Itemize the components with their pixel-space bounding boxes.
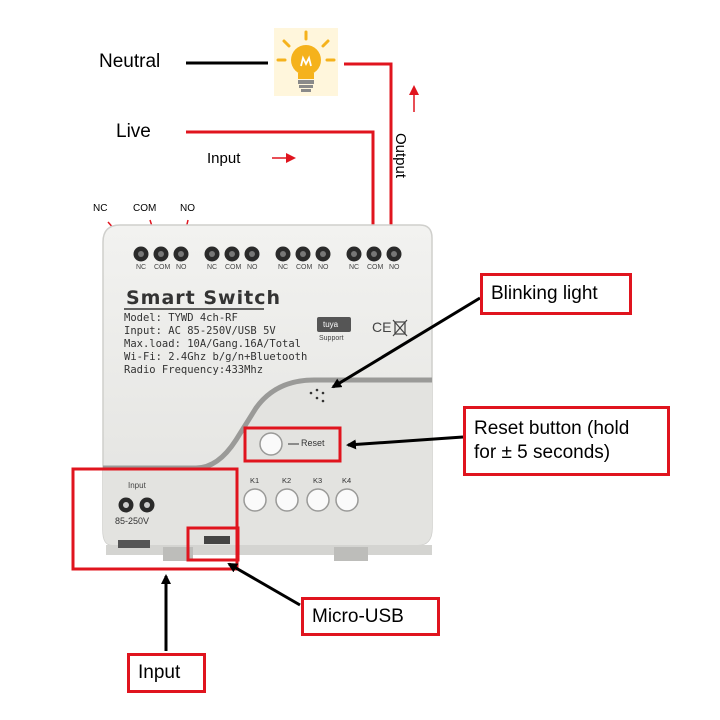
live-label: Live (116, 121, 151, 142)
tuya-logo (317, 317, 351, 332)
live-wire (186, 130, 375, 247)
light-bulb-icon (274, 28, 338, 96)
micro-usb-callout: Micro-USB (301, 597, 440, 636)
button-label-k3: K3 (313, 476, 323, 485)
reset-text: Reset (301, 438, 325, 448)
smart-switch-device (102, 224, 433, 561)
blinking-light-arrow (331, 296, 481, 389)
certification-marks (392, 319, 408, 337)
spec-line: Max.load: 10A/Gang.16A/Total (124, 338, 302, 350)
ce-mark: CE (372, 319, 392, 335)
reset-highlight-box (243, 426, 342, 463)
terminal-label: NO (318, 264, 329, 271)
com-label: COM (133, 203, 157, 214)
reset-arrow (346, 435, 464, 450)
terminal-label: COM (296, 264, 313, 271)
terminal-label: NO (247, 264, 258, 271)
micro-usb-highlight-box (186, 526, 240, 562)
reset-button-device (259, 432, 299, 456)
button-label-k1: K1 (250, 476, 260, 485)
reset-callout-line2: for ± 5 seconds) (474, 442, 611, 463)
tuya-logo-text: tuya (323, 320, 339, 329)
input-callout: Input (127, 653, 206, 693)
terminal-label: COM (225, 264, 242, 271)
terminal-label: COM (154, 264, 171, 271)
terminal-label: NC (278, 264, 289, 271)
input-highlight-box (71, 467, 239, 571)
terminal-label: NO (389, 264, 400, 271)
output-wire (344, 62, 393, 247)
blinking-light-callout: Blinking light (480, 273, 632, 315)
terminal-label: NC (136, 264, 147, 271)
spec-line: Wi-Fi: 2.4Ghz b/g/n+Bluetooth (124, 351, 308, 363)
terminal-label: NC (207, 264, 218, 271)
nc-label: NC (93, 203, 108, 214)
tuya-support-text: Support (319, 335, 344, 342)
terminal-label: NO (176, 264, 187, 271)
output-label: Output (392, 132, 410, 179)
terminal-block (133, 246, 402, 262)
voltage-label: 85-250V (115, 516, 150, 526)
neutral-label: Neutral (99, 51, 161, 72)
terminal-label: COM (367, 264, 384, 271)
button-label-k2: K2 (282, 476, 292, 485)
input-flow-label: Input (207, 150, 241, 167)
no-label: NO (180, 203, 195, 214)
input-terminals (118, 497, 155, 513)
spec-line: Input: AC 85-250V/USB 5V (124, 325, 276, 337)
status-led (309, 388, 325, 403)
reset-button-callout: Reset button (hold for ± 5 seconds) (463, 406, 670, 476)
channel-buttons (243, 488, 359, 512)
micro-usb-arrow (227, 562, 301, 607)
button-label-k4: K4 (342, 476, 352, 485)
device-input-label: Input (128, 481, 146, 490)
reset-callout-line1: Reset button (hold (474, 418, 630, 440)
spec-line: Radio Frequency:433Mhz (124, 364, 264, 376)
terminal-label: NC (349, 264, 360, 271)
spec-line: Model: TYWD 4ch-RF (124, 312, 238, 324)
device-title: Smart Switch (126, 287, 281, 309)
